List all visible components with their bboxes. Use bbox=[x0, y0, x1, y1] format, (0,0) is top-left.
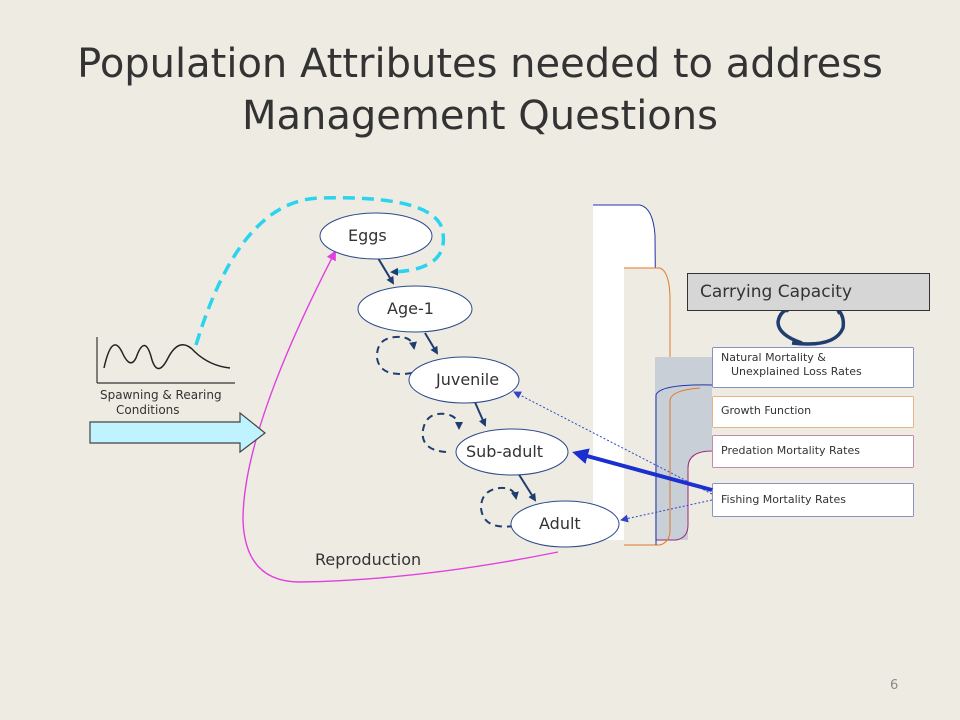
cyan-dashed-link bbox=[194, 196, 446, 346]
growth-function-box: Growth Function bbox=[713, 397, 913, 427]
node-juvenile bbox=[408, 356, 520, 404]
fishing-to-juvenile-dotted bbox=[513, 391, 713, 495]
label-subadult: Sub-adult bbox=[466, 442, 544, 461]
self-loop-adult bbox=[479, 486, 519, 528]
reproduction-label: Reproduction bbox=[315, 550, 422, 569]
arrow-eggs-age1 bbox=[377, 257, 395, 285]
band-outline-blue-low bbox=[655, 384, 713, 545]
label-age1: Age-1 bbox=[387, 299, 434, 318]
spawning-big-arrow bbox=[89, 411, 266, 454]
node-subadult bbox=[455, 428, 569, 476]
self-loop-subadult bbox=[421, 412, 463, 453]
node-adult bbox=[510, 500, 620, 548]
arrow-age1-juvenile bbox=[424, 332, 439, 355]
fishing-to-adult-dotted bbox=[620, 499, 713, 523]
self-loop-juvenile bbox=[375, 335, 417, 375]
band-outline-orange-low bbox=[624, 387, 701, 546]
arrow-juvenile-subadult bbox=[473, 399, 487, 427]
natural-line2: Unexplained Loss Rates bbox=[731, 365, 862, 378]
natural-line1: Natural Mortality & bbox=[721, 351, 826, 364]
label-juvenile: Juvenile bbox=[436, 370, 500, 389]
predation-mortality-box: Predation Mortality Rates bbox=[713, 436, 913, 467]
arrow-subadult-adult bbox=[517, 472, 537, 502]
node-eggs bbox=[319, 212, 433, 260]
spawning-label-line2: Conditions bbox=[116, 403, 180, 417]
cc-loop-right bbox=[791, 306, 846, 346]
node-age1 bbox=[357, 285, 473, 333]
band-outline-purple bbox=[656, 450, 713, 541]
carrying-capacity-box: Carrying Capacity bbox=[687, 273, 930, 311]
spawning-label: Spawning & Rearing Conditions bbox=[100, 388, 222, 418]
band-grey-blue bbox=[655, 357, 712, 540]
cc-loop-left bbox=[776, 305, 803, 345]
reproduction-curve bbox=[242, 250, 559, 583]
fishing-mortality-box: Fishing Mortality Rates bbox=[713, 484, 913, 516]
title-line-1: Population Attributes needed to address bbox=[77, 41, 883, 87]
natural-mortality-box: Natural Mortality & Unexplained Loss Rat… bbox=[713, 348, 913, 387]
title-line-2: Management Questions bbox=[242, 93, 718, 139]
slide-title: Population Attributes needed to address … bbox=[60, 38, 900, 142]
spawning-label-line1: Spawning & Rearing bbox=[100, 388, 222, 402]
page-number: 6 bbox=[890, 678, 899, 693]
label-eggs: Eggs bbox=[348, 226, 387, 245]
spawn-wave bbox=[103, 344, 231, 370]
label-adult: Adult bbox=[539, 514, 581, 533]
fishing-to-subadult-arrow bbox=[572, 448, 713, 492]
